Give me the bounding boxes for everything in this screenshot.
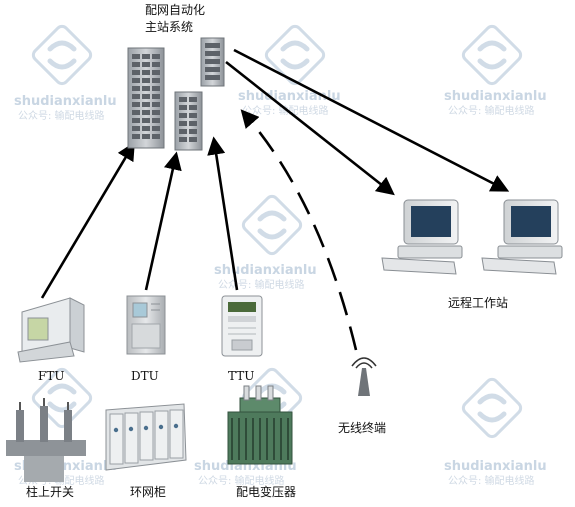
watermark-logo <box>241 194 303 256</box>
watermark-brand: shudianxianlu <box>14 94 117 109</box>
arrow-ftu-to-master <box>40 141 135 299</box>
watermark-logo <box>264 24 326 86</box>
wireless-terminal-label: 无线终端 <box>338 420 386 435</box>
watermark-sub: 公众号: 输配电线路 <box>218 278 305 291</box>
wireless-antenna-icon <box>351 357 377 396</box>
ring-main-unit-icon <box>105 403 187 471</box>
workstation-computer-1 <box>381 199 463 275</box>
distribution-transformer-icon <box>227 385 293 465</box>
watermark-brand: shudianxianlu <box>444 459 547 474</box>
watermark-logo <box>461 24 523 86</box>
watermark-sub: 公众号: 输配电线路 <box>198 474 285 487</box>
watermark-sub: 公众号: 输配电线路 <box>242 104 329 117</box>
pole-switch-label: 柱上开关 <box>26 484 74 499</box>
watermark-sub: 公众号: 输配电线路 <box>448 104 535 117</box>
arrow-ttu-to-master <box>207 136 239 291</box>
arrow-dtu-to-master <box>144 151 182 291</box>
ftu-icon <box>17 297 85 363</box>
master-station-title-line2: 主站系统 <box>145 20 193 34</box>
arrow-master-to-workstation-1 <box>225 60 395 196</box>
distribution-transformer-label: 配电变压器 <box>236 484 296 499</box>
ftu-label: FTU <box>38 369 64 383</box>
ring-main-unit-label: 环网柜 <box>130 485 166 499</box>
master-station-title-line1: 配网自动化 <box>145 3 205 17</box>
watermark-brand: shudianxianlu <box>444 89 547 104</box>
workstation-computer-2 <box>481 199 563 275</box>
arrow-master-to-workstation-2 <box>233 48 510 192</box>
arrow-wireless-to-master <box>240 109 358 351</box>
watermark-brand: shudianxianlu <box>214 263 317 278</box>
watermark-sub: 公众号: 输配电线路 <box>448 474 535 487</box>
watermark-sub: 公众号: 输配电线路 <box>18 109 105 122</box>
remote-workstation-label: 远程工作站 <box>448 295 508 310</box>
pole-switch-icon <box>6 398 86 482</box>
master-station-servers <box>127 37 225 151</box>
watermark-logo <box>31 24 93 86</box>
dtu-icon <box>126 295 166 355</box>
watermark-logo <box>461 377 523 439</box>
connection-arrows <box>40 48 510 351</box>
ttu-meter-icon <box>221 295 263 357</box>
dtu-label: DTU <box>131 369 159 383</box>
ttu-label: TTU <box>228 369 254 383</box>
